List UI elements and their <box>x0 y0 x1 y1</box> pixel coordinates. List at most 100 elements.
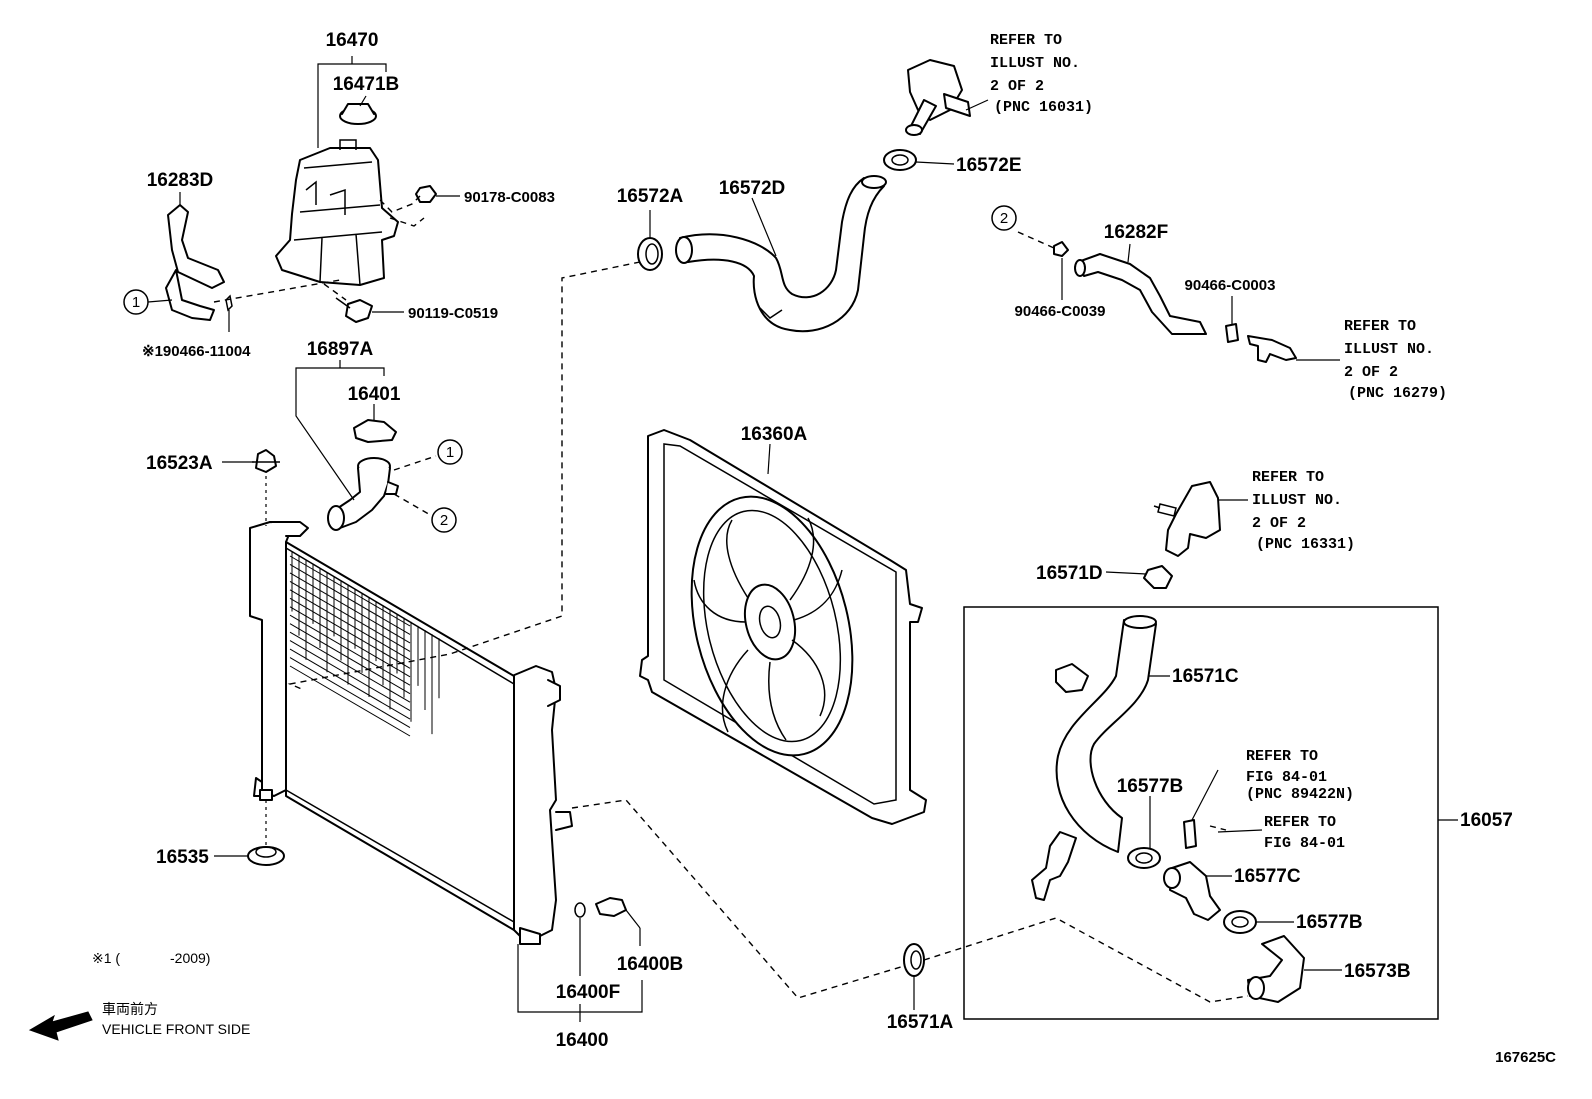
part-label-16523A: 16523A <box>146 453 213 474</box>
hose-subassembly-box <box>963 606 1439 1020</box>
marker-2-bypass: 2 <box>991 205 1017 231</box>
hose-clamp-16577B-lower <box>1223 910 1257 934</box>
temp-sensor <box>1183 819 1197 849</box>
svg-text:FIG 84-01: FIG 84-01 <box>1246 769 1327 786</box>
part-label-190466-11004: ※190466-11004 <box>142 343 251 360</box>
bypass-fitting <box>1247 335 1297 363</box>
part-label-16535: 16535 <box>156 847 209 868</box>
svg-text:1: 1 <box>446 444 454 461</box>
part-label-16400: 16400 <box>556 1030 609 1051</box>
marker-2-filler: 2 <box>431 507 457 533</box>
svg-text:2 OF 2: 2 OF 2 <box>1344 364 1398 381</box>
hose-bracket <box>1031 831 1077 901</box>
part-label-16571D: 16571D <box>1036 563 1103 584</box>
connection-lines <box>213 195 1249 1003</box>
part-label-16470: 16470 <box>326 30 379 51</box>
svg-text:ILLUST NO.: ILLUST NO. <box>990 55 1080 72</box>
refer-note-16031: REFER TO ILLUST NO. 2 OF 2 (PNC 16031) <box>990 32 1093 116</box>
refer-note-89422N: REFER TO FIG 84-01 (PNC 89422N) <box>1246 748 1354 803</box>
radiator-assembly <box>249 521 573 945</box>
svg-text:2: 2 <box>1000 210 1008 227</box>
figure-id: 167625C <box>1495 1049 1556 1066</box>
svg-text:(PNC 16031): (PNC 16031) <box>994 99 1093 116</box>
marker-1-left: 1 <box>123 289 173 315</box>
svg-text:VEHICLE FRONT SIDE: VEHICLE FRONT SIDE <box>102 1021 250 1037</box>
upper-mount-cushion <box>252 449 280 473</box>
part-label-16577B-upper: 16577B <box>1117 776 1184 797</box>
hose-clamp-16572A <box>637 237 663 271</box>
svg-text:1: 1 <box>132 294 140 311</box>
part-label-16897A: 16897A <box>307 339 374 360</box>
part-label-16471B: 16471B <box>333 74 400 95</box>
part-label-16360A: 16360A <box>741 424 808 445</box>
water-outlet-housing <box>905 59 971 136</box>
svg-text:(PNC 16279): (PNC 16279) <box>1348 385 1447 402</box>
part-label-90466-C0039: 90466-C0039 <box>1015 303 1106 320</box>
svg-text:2 OF 2: 2 OF 2 <box>1252 515 1306 532</box>
svg-text:REFER TO: REFER TO <box>1264 814 1336 831</box>
radiator-cap <box>353 419 397 443</box>
reservoir-cap <box>339 103 377 125</box>
refer-note-fig84: REFER TO FIG 84-01 <box>1264 814 1345 852</box>
bypass-hose <box>1074 253 1207 335</box>
hose-joint-16577C <box>1163 861 1221 921</box>
reservoir-tank <box>275 139 399 286</box>
part-label-16572A: 16572A <box>617 186 684 207</box>
hose-16573B <box>1247 935 1305 1003</box>
reservoir-bolt <box>335 297 373 323</box>
fan-shroud <box>639 429 927 825</box>
temp-sensor-connector <box>1143 565 1173 589</box>
svg-text:2: 2 <box>440 512 448 529</box>
svg-text:-2009): -2009) <box>170 950 210 966</box>
part-label-90466-C0003: 90466-C0003 <box>1185 277 1276 294</box>
leader-lines <box>179 56 1458 1022</box>
bypass-clip-0003 <box>1225 323 1239 343</box>
svg-text:車両前方: 車両前方 <box>102 1001 158 1017</box>
svg-text:2 OF 2: 2 OF 2 <box>990 78 1044 95</box>
lower-radiator-hose <box>1055 615 1157 853</box>
part-label-16401: 16401 <box>348 384 401 405</box>
water-inlet-housing <box>1153 481 1221 557</box>
svg-text:REFER TO: REFER TO <box>1246 748 1318 765</box>
svg-text:(PNC 16331): (PNC 16331) <box>1256 536 1355 553</box>
filler-neck <box>327 457 399 531</box>
part-label-90178-C0083: 90178-C0083 <box>464 189 555 206</box>
part-label-16577B-lower: 16577B <box>1296 912 1363 933</box>
reservoir-nut <box>415 185 437 203</box>
front-arrow-icon <box>28 1011 93 1041</box>
part-label-16283D: 16283D <box>147 170 214 191</box>
part-label-16572D: 16572D <box>719 178 786 199</box>
footnote: ※1 ( -2009) <box>92 950 210 966</box>
part-label-16577C: 16577C <box>1234 866 1301 887</box>
part-label-16400F: 16400F <box>556 982 620 1003</box>
svg-text:REFER TO: REFER TO <box>1252 469 1324 486</box>
hose-clip-upper <box>1055 663 1089 693</box>
part-label-16573B: 16573B <box>1344 961 1411 982</box>
bypass-clip-0039 <box>1053 241 1069 257</box>
svg-text:ILLUST NO.: ILLUST NO. <box>1252 492 1342 509</box>
hose-clamp-16577B-upper <box>1127 847 1161 869</box>
svg-text:(PNC 89422N): (PNC 89422N) <box>1246 786 1354 803</box>
svg-text:REFER TO: REFER TO <box>1344 318 1416 335</box>
refer-note-16331: REFER TO ILLUST NO. 2 OF 2 (PNC 16331) <box>1252 469 1355 553</box>
refer-note-16279: REFER TO ILLUST NO. 2 OF 2 (PNC 16279) <box>1344 318 1447 402</box>
hose-clamp-16571A <box>903 943 925 977</box>
upper-radiator-hose <box>675 175 887 333</box>
vehicle-front-direction: 車両前方 VEHICLE FRONT SIDE <box>28 1001 250 1041</box>
part-label-16400B: 16400B <box>617 954 684 975</box>
hose-clip <box>225 294 233 332</box>
drain-plug <box>574 897 627 918</box>
lower-mount-cushion <box>247 846 285 866</box>
hose-clamp-16572E <box>883 149 917 171</box>
part-label-16572E: 16572E <box>956 155 1022 176</box>
part-label-16282F: 16282F <box>1104 222 1168 243</box>
part-label-16571A: 16571A <box>887 1012 954 1033</box>
svg-text:REFER TO: REFER TO <box>990 32 1062 49</box>
part-label-16571C: 16571C <box>1172 666 1239 687</box>
part-label-16057: 16057 <box>1460 810 1513 831</box>
svg-text:ILLUST NO.: ILLUST NO. <box>1344 341 1434 358</box>
svg-text:FIG 84-01: FIG 84-01 <box>1264 835 1345 852</box>
marker-1-right: 1 <box>437 439 463 465</box>
